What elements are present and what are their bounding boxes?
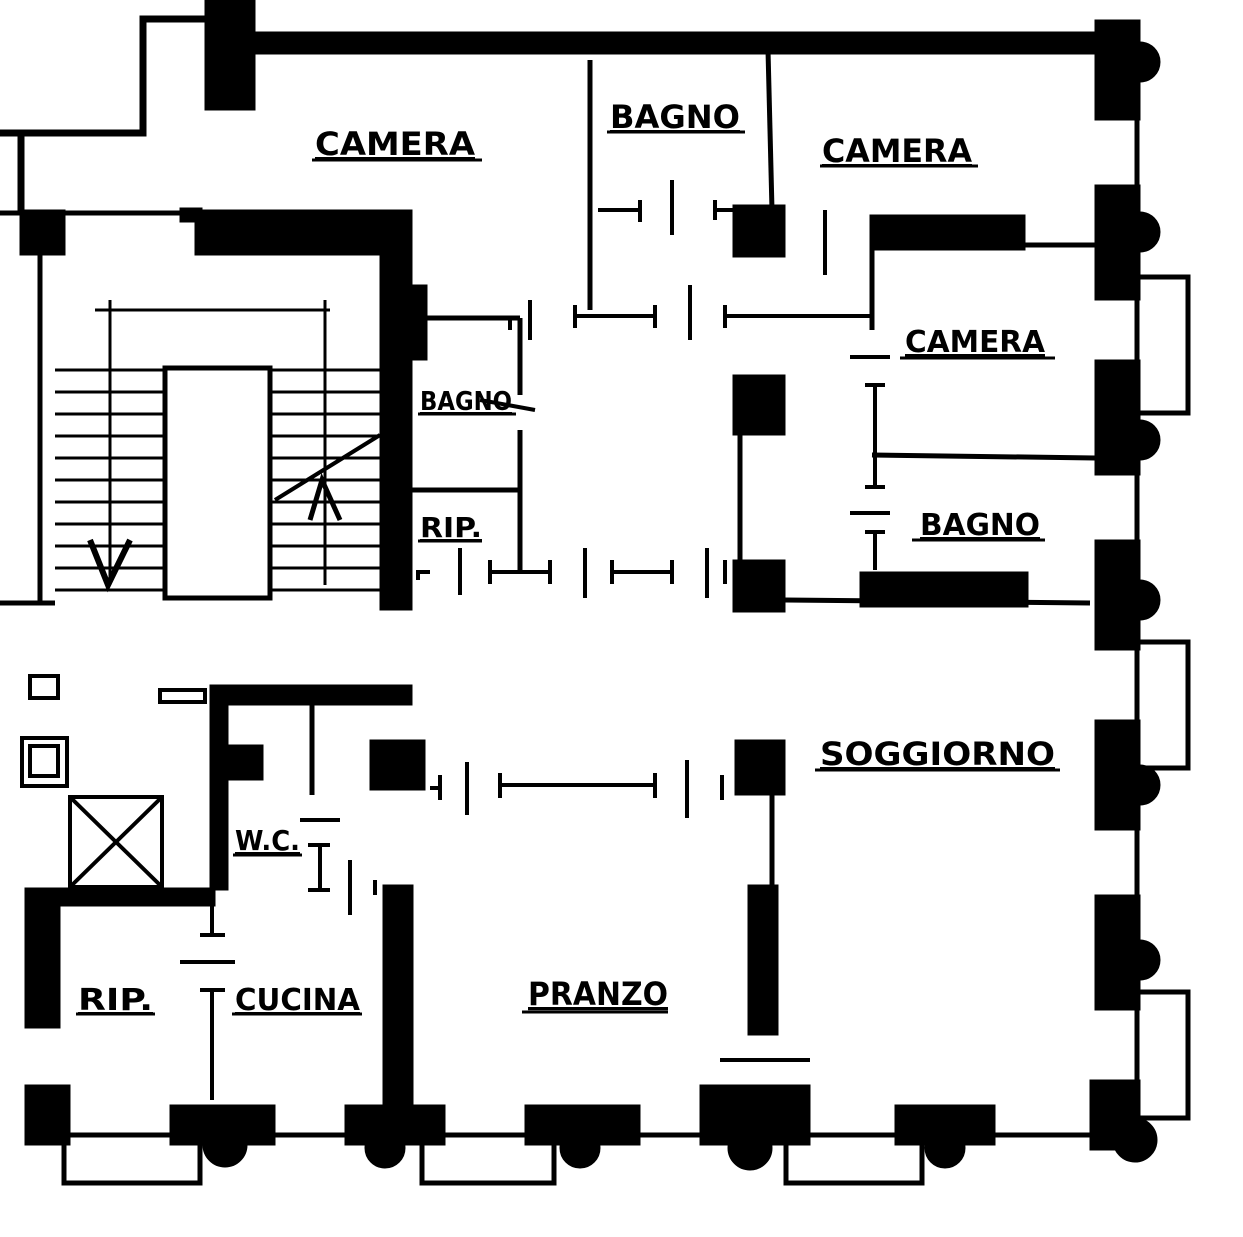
balcony-bottom-1b [61, 1180, 203, 1186]
label-bagno-3: BAGNO [920, 508, 1040, 543]
door-ticks [180, 180, 890, 1100]
label-wc: W.C. [235, 824, 300, 857]
pillar-3 [732, 374, 786, 436]
balcony-bottom-3 [783, 1139, 789, 1186]
label-soggiorno: SOGGIORNO [820, 735, 1055, 773]
label-rip-1: RIP. [420, 511, 482, 544]
balcony-bottom-3b [783, 1180, 925, 1186]
column-top-left [204, 0, 256, 111]
label-bagno-2: BAGNO [420, 387, 512, 417]
label-camera-2: CAMERA [822, 132, 972, 170]
balcony-right-2c [1139, 765, 1191, 771]
label-camera-1: CAMERA [315, 125, 475, 163]
wall-cucina-right [382, 884, 414, 1111]
pillar-5 [732, 204, 786, 258]
balcony-right-3c [1139, 1115, 1191, 1121]
label-pranzo: PRANZO [528, 975, 668, 1013]
column-right-3-round [1119, 579, 1161, 621]
column-bottom-2-round [202, 1122, 248, 1168]
label-camera-3: CAMERA [905, 325, 1046, 360]
balcony-right-2 [1139, 639, 1191, 645]
balcony-right-1c [1139, 410, 1191, 416]
column-bottom-1 [24, 1084, 71, 1146]
wall-right-thin [1134, 109, 1140, 1111]
column-bottom-4-round [559, 1127, 601, 1169]
wall-wc-stub [224, 744, 264, 781]
wall-bagno2-stub [404, 284, 428, 361]
wall-top [229, 31, 1116, 55]
wall-stair-bottom-landing [211, 684, 413, 706]
wall-pranzo-divider [747, 884, 779, 1036]
pillar-4 [732, 559, 786, 613]
staircase [55, 300, 382, 601]
column-bottom-6-round [924, 1127, 966, 1169]
balcony-right-1 [1139, 274, 1191, 280]
column-bottom-3-round [364, 1127, 406, 1169]
column-right-5-round [1119, 939, 1161, 981]
pillar-2 [734, 739, 786, 796]
balcony-bottom-3c [919, 1139, 925, 1186]
wall-outer-left-mid [0, 129, 147, 137]
balcony-right-2b [1185, 639, 1191, 771]
balcony-right-3b [1185, 989, 1191, 1121]
thin-walls [0, 49, 1096, 885]
balcony-bottom-1 [61, 1139, 67, 1186]
column-right-4-round [1119, 764, 1161, 806]
balcony-bottom-1c [197, 1139, 203, 1186]
column-right-1-round [1119, 211, 1161, 253]
label-rip-2: RIP. [78, 983, 153, 1018]
lift [20, 674, 207, 889]
pillar-1 [369, 739, 426, 791]
balcony-bottom-2b [419, 1180, 557, 1186]
column-right-2-round [1119, 419, 1161, 461]
column-small-left [19, 209, 66, 256]
column-bottom-4 [524, 1104, 641, 1146]
wall-outer-left-v [17, 129, 25, 211]
wall-outer-left-top [139, 15, 147, 135]
column-right-6-round [1112, 1117, 1158, 1163]
wall-stair-top [194, 209, 411, 256]
wall-wc-left [209, 684, 229, 891]
balcony-bottom-2 [419, 1139, 425, 1186]
column-top-right-round [1119, 41, 1161, 83]
label-bagno-1: BAGNO [610, 98, 740, 136]
balcony-bottom-2c [551, 1139, 557, 1186]
label-cucina: CUCINA [235, 983, 361, 1018]
balcony-right-1b [1185, 274, 1191, 416]
balcony-right-3 [1139, 989, 1191, 995]
walls [0, 0, 1191, 1186]
room-labels: CAMERA BAGNO CAMERA CAMERA BAGNO RIP. BA… [76, 98, 1060, 1018]
wall-rip2-left [24, 887, 61, 1029]
wall-bottom-thin [59, 1132, 1101, 1138]
wall-stair-right [379, 209, 413, 611]
